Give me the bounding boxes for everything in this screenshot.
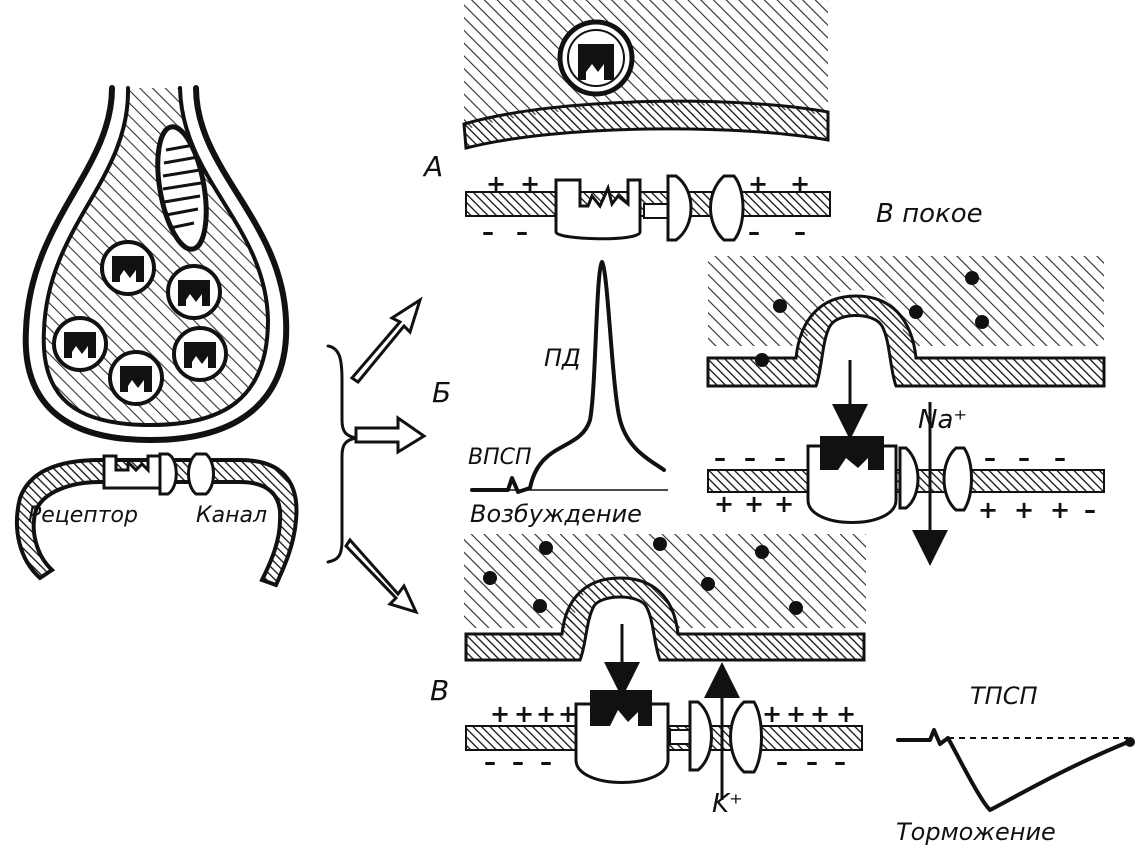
ipsp-trace xyxy=(896,728,1130,812)
plus-charge: + xyxy=(790,170,810,198)
released-mediator-dots xyxy=(755,271,989,367)
rest-label: В покое xyxy=(876,199,983,229)
vesicle xyxy=(108,350,164,406)
bound-inhibitory-mediator-icon xyxy=(590,690,652,726)
ion-channel-icon xyxy=(158,452,215,496)
plus-charge: + xyxy=(786,700,806,728)
plus-charge: + xyxy=(762,700,782,728)
released-mediator-dots-inhibition xyxy=(483,537,803,615)
plus-charge: + xyxy=(744,490,764,518)
plus-charge: + xyxy=(748,170,768,198)
plus-charge: + xyxy=(978,496,998,524)
excitation-label: Возбуждение xyxy=(470,500,642,528)
panel-v-charges: ++++++++–––––– xyxy=(484,700,856,776)
minus-charge: – xyxy=(540,748,552,776)
plus-charge: + xyxy=(1050,496,1070,524)
panel-b-charges: ––––––++++++– xyxy=(714,444,1096,524)
minus-charge: – xyxy=(794,218,806,246)
minus-charge: – xyxy=(1084,496,1096,524)
plus-charge: + xyxy=(1014,496,1034,524)
channel-label: Канал xyxy=(196,503,267,528)
plus-charge: + xyxy=(490,700,510,728)
minus-charge: – xyxy=(1018,444,1030,472)
mediator-icon xyxy=(578,44,614,80)
vesicle xyxy=(100,240,156,296)
panel-inhibition xyxy=(464,534,1135,812)
vesicle xyxy=(166,264,222,320)
mediator-dot xyxy=(533,599,547,613)
plus-charge: + xyxy=(714,490,734,518)
mediator-dot xyxy=(789,601,803,615)
panel-rest xyxy=(462,0,831,242)
panel-a-charges: ++++–––– xyxy=(482,170,810,246)
plus-charge: + xyxy=(514,700,534,728)
minus-charge: – xyxy=(482,218,494,246)
tpsp-label: ТПСП xyxy=(970,682,1038,710)
vesicle xyxy=(52,316,108,372)
panel-v-label: В xyxy=(430,674,449,707)
arrow-to-excitation xyxy=(354,415,427,455)
panel-a-label: А xyxy=(422,150,443,183)
mitochondrion xyxy=(155,124,209,252)
panel-b-label: Б xyxy=(432,376,451,409)
minus-charge: – xyxy=(806,748,818,776)
presynaptic-terminal xyxy=(22,85,290,443)
mediator-dot xyxy=(909,305,923,319)
synaptic-vesicles xyxy=(52,240,228,406)
inhibition-label: Торможение xyxy=(896,818,1056,846)
receptor-label: Рецептор xyxy=(28,503,138,528)
minus-charge: – xyxy=(984,444,996,472)
mediator-dot xyxy=(755,353,769,367)
plus-charge: + xyxy=(536,700,556,728)
minus-charge: – xyxy=(834,748,846,776)
mediator-dot xyxy=(539,541,553,555)
mediator-dot xyxy=(755,545,769,559)
action-potential-trace xyxy=(470,260,666,494)
minus-charge: – xyxy=(774,444,786,472)
vpsp-label: ВПСП xyxy=(468,445,532,470)
minus-charge: – xyxy=(748,218,760,246)
arrow-to-rest xyxy=(349,296,423,385)
potassium-ion-label: K⁺ xyxy=(712,789,743,819)
minus-charge: – xyxy=(744,444,756,472)
mediator-dot xyxy=(975,315,989,329)
mediator-dot xyxy=(965,271,979,285)
plus-charge: + xyxy=(558,700,578,728)
pd-label: ПД xyxy=(544,344,581,372)
vesicle xyxy=(172,326,228,382)
minus-charge: – xyxy=(512,748,524,776)
sodium-ion-label: Na⁺ xyxy=(918,405,967,435)
mediator-dot xyxy=(773,299,787,313)
mediator-dot xyxy=(483,571,497,585)
plus-charge: + xyxy=(774,490,794,518)
postsynaptic-membrane-left xyxy=(15,452,299,588)
mediator-dot xyxy=(653,537,667,551)
minus-charge: – xyxy=(516,218,528,246)
plus-charge: + xyxy=(520,170,540,198)
minus-charge: – xyxy=(714,444,726,472)
panel-excitation xyxy=(470,256,1106,566)
bound-mediator-icon xyxy=(820,436,884,470)
minus-charge: – xyxy=(1054,444,1066,472)
minus-charge: – xyxy=(484,748,496,776)
plus-charge: + xyxy=(810,700,830,728)
plus-charge: + xyxy=(486,170,506,198)
mediator-dot xyxy=(701,577,715,591)
minus-charge: – xyxy=(776,748,788,776)
arrow-to-inhibition xyxy=(344,537,419,615)
plus-charge: + xyxy=(836,700,856,728)
